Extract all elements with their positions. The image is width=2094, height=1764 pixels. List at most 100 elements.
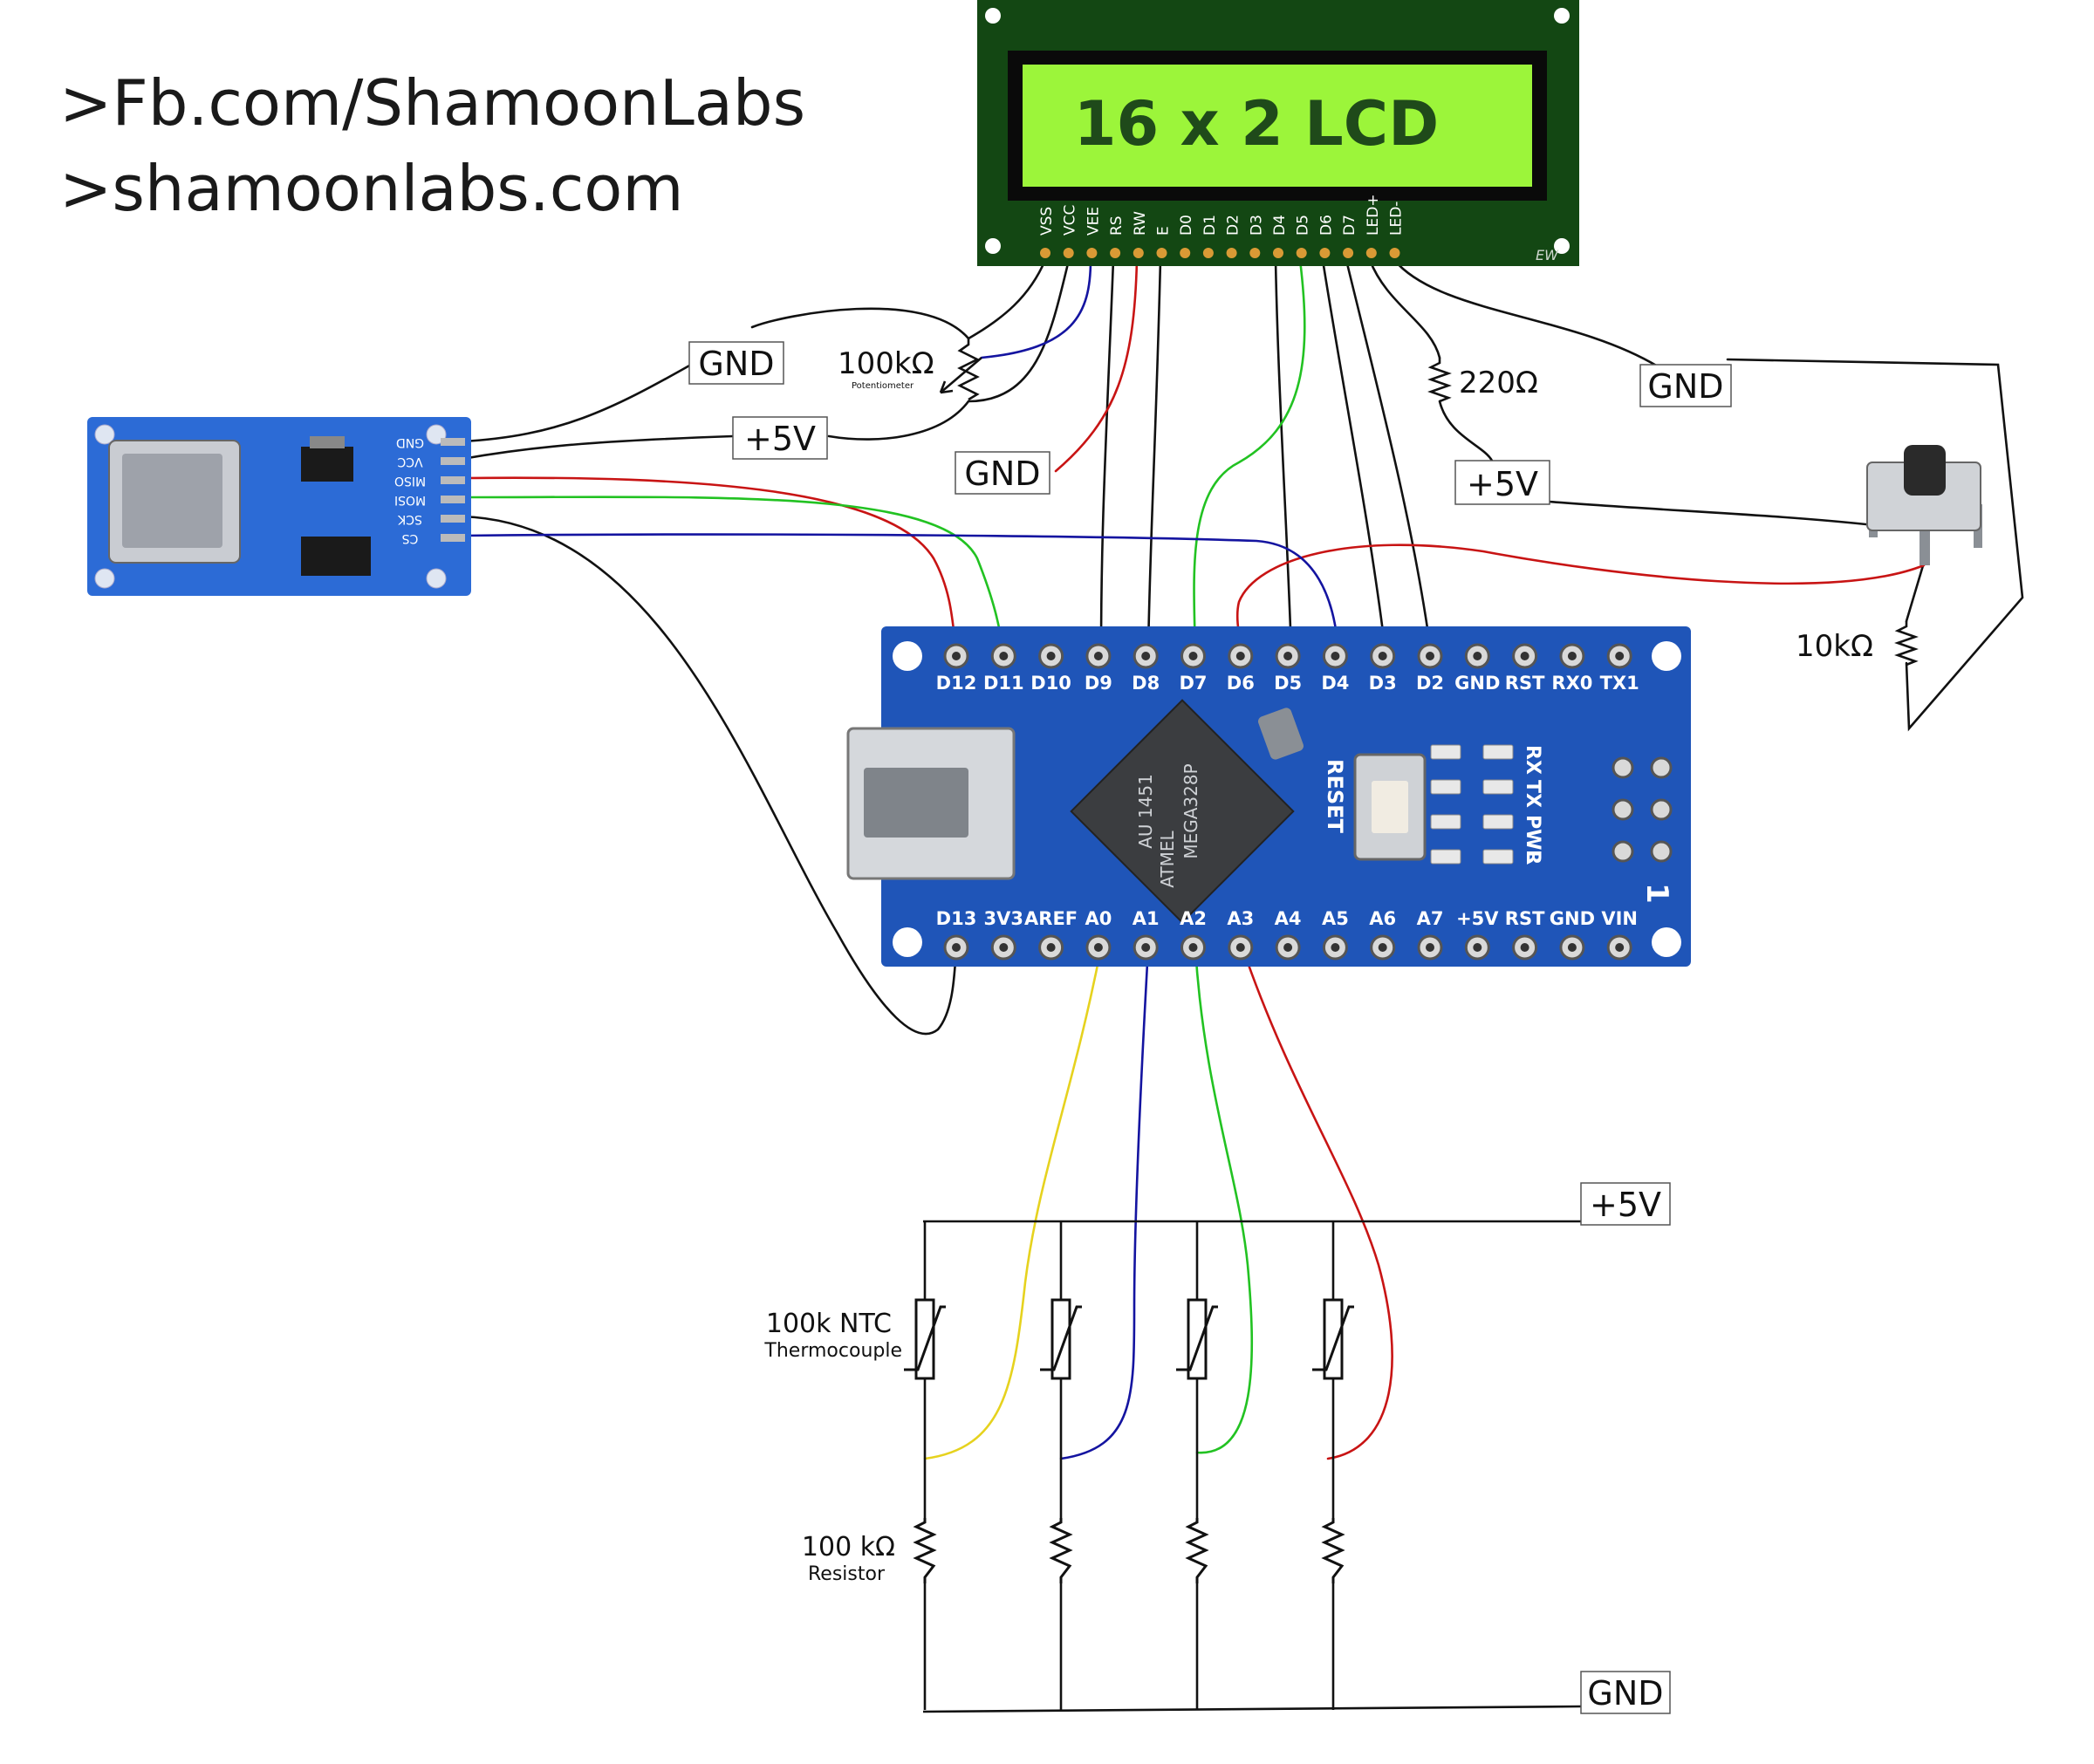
label-5v-button: +5V	[1467, 465, 1538, 503]
nano-led-resistor	[1482, 849, 1514, 865]
sensor-network	[922, 1220, 1582, 1713]
nano-bottom-pin-label: A6	[1369, 908, 1396, 929]
nano-bottom-pin-label: D13	[936, 908, 977, 929]
nano-pin-hole	[1567, 652, 1577, 660]
wire-d7-d2	[1345, 258, 1433, 654]
lcd-pin-label: D2	[1225, 215, 1242, 236]
nano-top-pin-label: D5	[1274, 673, 1302, 694]
lcd-mount-hole	[985, 238, 1001, 254]
nano-top-pin-label: D12	[936, 673, 977, 694]
nano-pin-hole	[1235, 943, 1245, 952]
wire-lcd-gnd-to-sd	[461, 363, 693, 443]
nano-top-pin-label: D9	[1085, 673, 1112, 694]
sd-regulator-tab	[310, 436, 345, 448]
lcd-pin-label: VEE	[1085, 207, 1102, 236]
nano-pin-hole	[1046, 652, 1056, 660]
wire-e-d8	[1146, 258, 1162, 654]
wire-sck-d13	[461, 515, 958, 1036]
label-gnd-rail: GND	[1587, 1674, 1663, 1713]
nano-pin-hole	[1046, 943, 1056, 952]
sd-pin-label: CS	[402, 531, 419, 545]
lcd-pin-label: VCC	[1062, 205, 1079, 236]
nano-mount-hole	[1652, 641, 1681, 671]
credit-facebook: >Fb.com/ShamoonLabs	[59, 66, 806, 140]
lcd-pin-pad	[1343, 248, 1354, 258]
lcd-pin-pad	[1389, 248, 1400, 258]
nano-pin-hole	[1093, 943, 1103, 952]
sd-pin-label: SCK	[397, 512, 422, 526]
label-gnd-lcd: GND	[698, 345, 774, 383]
lcd-pin-pad	[1365, 248, 1377, 258]
nano-top-pin-label: D7	[1179, 673, 1207, 694]
lcd-pin-pad	[1226, 248, 1237, 258]
lcd-screen	[1023, 65, 1532, 187]
sd-mount-hole	[94, 568, 115, 589]
nano-pin-hole	[1283, 652, 1293, 660]
label-gnd-button: GND	[1647, 367, 1723, 406]
sd-mount-hole	[426, 568, 447, 589]
wire-gnd-loop	[1726, 358, 2024, 732]
lcd-pin-label: D6	[1317, 215, 1335, 236]
label-gnd-rw: GND	[964, 455, 1040, 493]
nano-bottom-pin-label: A0	[1085, 908, 1112, 929]
nano-bottom-pin-label: AREF	[1024, 908, 1078, 929]
potentiometer-symbol	[957, 338, 980, 401]
reset-button-cap	[1372, 781, 1408, 833]
pulldown-resistor-symbol	[1185, 1518, 1209, 1583]
nano-pin-hole	[1188, 652, 1198, 660]
wire-vee-pot	[980, 258, 1092, 359]
sd-header-pin	[441, 496, 465, 503]
nano-pin-hole	[999, 943, 1009, 952]
lcd-mount-hole	[1554, 238, 1570, 254]
lcd-pin-pad	[1063, 248, 1074, 258]
wire-5v-pot	[827, 400, 970, 441]
pulldown-resistor-symbol	[913, 1518, 937, 1583]
nano-pin-hole	[1473, 943, 1482, 952]
ntc-slash	[1040, 1305, 1082, 1371]
wire-ledplus-res	[1368, 258, 1441, 359]
ntc-slash	[904, 1305, 946, 1371]
lcd-pin-label: E	[1155, 226, 1173, 236]
nano-bottom-pin-label: A2	[1180, 908, 1207, 929]
lcd-pin-pad	[1133, 248, 1144, 258]
nano-top-pin-label: D11	[983, 673, 1024, 694]
lcd-pin-pad	[1156, 248, 1167, 258]
lcd-mount-hole	[1554, 8, 1570, 24]
lcd-pin-label: LED-	[1388, 202, 1406, 236]
ntc-slash	[1312, 1305, 1354, 1371]
label-ntc: 100k NTC	[766, 1309, 892, 1339]
label-5v-button-box	[1454, 460, 1550, 505]
nano-led	[1430, 779, 1461, 795]
nano-led-label: TX	[1522, 780, 1543, 808]
nano-bottom-pin-label: A1	[1133, 908, 1160, 929]
wire-gnd-left	[750, 307, 970, 340]
tactile-button[interactable]	[1866, 445, 1982, 565]
wire-miso-d12	[461, 476, 958, 654]
lcd-pin-pad	[1180, 248, 1191, 258]
nano-top-pin-label: TX1	[1600, 673, 1639, 694]
nano-pin-hole	[1378, 652, 1387, 660]
nano-led	[1430, 849, 1461, 865]
nano-bottom-pin-label: A4	[1275, 908, 1302, 929]
nano-pin-hole	[1331, 652, 1340, 660]
wire-vcc-5v	[967, 258, 1071, 403]
nano-pin-hole	[952, 652, 961, 660]
wire-mosi-d11	[461, 496, 1005, 654]
nano-pin-hole	[1473, 652, 1482, 660]
sd-header-pin	[441, 438, 465, 446]
icsp-pin	[1650, 798, 1673, 821]
lcd-pin-label: RS	[1108, 215, 1126, 236]
label-gnd-rw-box	[955, 451, 1050, 495]
wire-vss-gnd	[967, 258, 1047, 340]
chip-batch: AU 1451	[1135, 774, 1156, 849]
sd-level-shifter-chip	[301, 537, 371, 576]
icsp-pin	[1612, 756, 1634, 779]
nano-bottom-pin-label: A3	[1227, 908, 1254, 929]
nano-pin-hole	[1235, 652, 1245, 660]
credit-website: >shamoonlabs.com	[59, 152, 684, 225]
chip-model: MEGA328P	[1180, 763, 1201, 858]
sd-pin-label: GND	[396, 435, 424, 449]
